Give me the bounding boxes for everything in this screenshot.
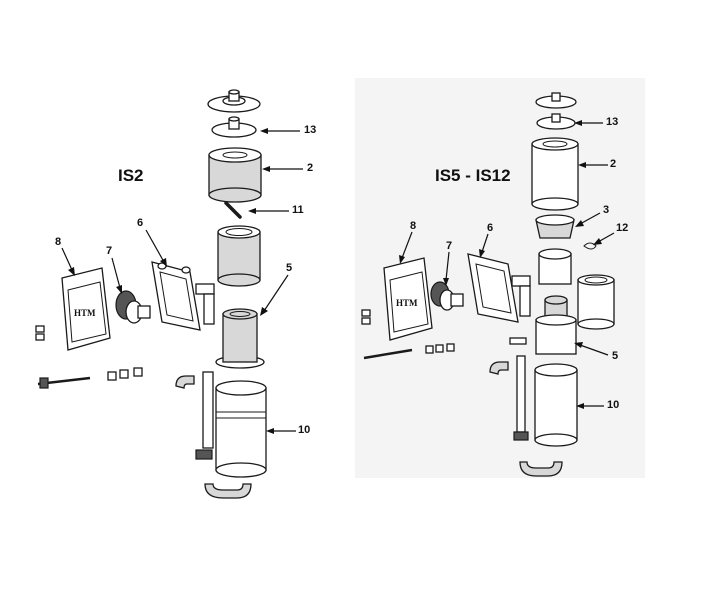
is5-callout-8: 8 xyxy=(410,220,417,232)
is2-top-disc xyxy=(207,89,261,113)
is5-part-13-disc xyxy=(536,113,576,130)
is5-callout-2: 2 xyxy=(610,158,617,170)
is2-callout-2: 2 xyxy=(307,162,314,174)
is2-part-11-pin xyxy=(224,201,242,219)
is5-part-7-impeller xyxy=(430,281,464,311)
is5-callout-3: 3 xyxy=(603,204,610,216)
is2-callout-7: 7 xyxy=(106,245,113,257)
is5-top-disc xyxy=(535,92,577,109)
is5-part-12-clip xyxy=(583,242,597,250)
is5-part-2-sponge xyxy=(531,137,579,211)
is2-part-10-housing xyxy=(195,380,267,478)
is2-callout-5: 5 xyxy=(286,262,293,274)
is5-bottom-elbow xyxy=(519,461,563,477)
is2-callout-13: 13 xyxy=(304,124,317,136)
is2-part-2-sponge xyxy=(208,147,262,203)
diagram-title-is5-is12: IS5 - IS12 xyxy=(435,166,511,185)
is5-part-5-filter xyxy=(535,295,577,355)
is5-callout-6: 6 xyxy=(487,222,494,234)
is5-riser-pipe xyxy=(516,355,526,433)
is5-small-elbow xyxy=(489,361,509,375)
is5-callout-7: 7 xyxy=(446,240,453,252)
is5-leader-lines xyxy=(399,120,615,409)
is5-callout-13: 13 xyxy=(606,116,619,128)
is5-part-6-pump-body xyxy=(467,253,531,323)
is2-callout-10: 10 xyxy=(298,424,311,436)
is2-bottom-elbow xyxy=(204,483,252,499)
is2-leader-lines xyxy=(61,128,303,434)
is5-part-3-basket xyxy=(535,214,575,239)
is2-cartridge xyxy=(217,225,261,287)
svg-text:HTM: HTM xyxy=(396,298,418,308)
is5-part-10-housing xyxy=(513,363,578,447)
is2-part-6-pump-body xyxy=(151,261,215,331)
is5-callout-10: 10 xyxy=(607,399,620,411)
svg-text:HTM: HTM xyxy=(74,308,96,318)
is2-small-elbow xyxy=(175,375,195,389)
is2-riser-pipe xyxy=(202,371,214,449)
is2-callout-6: 6 xyxy=(137,217,144,229)
is2-assembly: HTM xyxy=(35,89,267,499)
is2-callout-8: 8 xyxy=(55,236,62,248)
is2-part-7-impeller xyxy=(115,290,151,324)
is5-part-3-spacer xyxy=(538,248,572,285)
is5-cartridge xyxy=(577,274,615,330)
is2-part-5-filter xyxy=(215,308,265,369)
is5-assembly: HTM xyxy=(361,92,615,477)
diagram-title-is2: IS2 xyxy=(118,166,144,185)
is2-callout-11: 11 xyxy=(292,204,304,216)
is5-small-fittings xyxy=(361,309,527,360)
is2-part-13-disc xyxy=(211,116,257,138)
is5-part-8-cover: HTM xyxy=(383,257,433,341)
is5-callout-12: 12 xyxy=(616,222,629,234)
is2-small-fittings xyxy=(35,325,143,389)
is5-callout-5: 5 xyxy=(612,350,619,362)
is2-part-8-cover: HTM xyxy=(61,267,111,351)
